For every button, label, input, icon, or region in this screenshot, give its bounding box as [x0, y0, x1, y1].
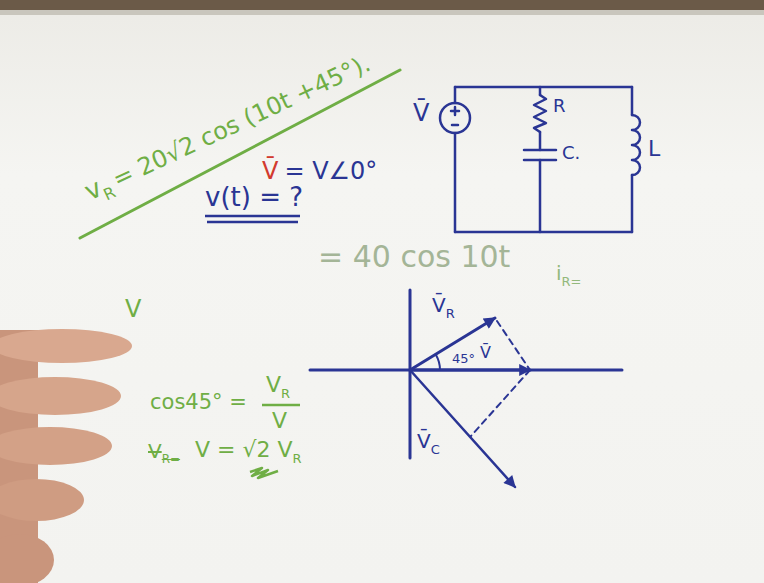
text-group: V — [125, 296, 141, 324]
text-group: V̄ — [413, 100, 429, 128]
subscript: R — [446, 306, 455, 321]
inductor-symbol — [632, 115, 640, 175]
subscript: R= — [562, 274, 582, 289]
circuit-wire — [539, 160, 542, 232]
circuit-wire — [539, 132, 542, 150]
circuit-wire — [455, 231, 632, 234]
phasor-arrow — [410, 318, 495, 370]
finger — [0, 329, 132, 363]
subscript: R — [293, 451, 302, 466]
text-group: VR= — [148, 440, 180, 467]
board-frame — [0, 0, 764, 10]
resistor-symbol — [534, 95, 546, 132]
imaginary-axis — [409, 290, 412, 458]
subscript: R — [281, 386, 290, 401]
underline-stroke — [207, 221, 298, 224]
finger — [0, 377, 121, 415]
crossed-out-text: R= — [162, 452, 180, 466]
phasor-symbol: V̄ — [262, 157, 278, 185]
circuit-wire — [454, 133, 457, 232]
component-label: R — [553, 95, 566, 116]
text-group: V̄R — [432, 294, 455, 322]
current-symbol: i — [556, 261, 562, 285]
equation: cos45° = — [150, 390, 247, 414]
text-group: V = √2 VR — [195, 437, 302, 467]
fraction-numerator: V — [266, 372, 281, 397]
phasor-label: V̄ — [432, 293, 446, 317]
phasor-label: V̄ — [480, 343, 491, 362]
emphasis-scribble — [250, 468, 278, 478]
fraction-bar — [262, 404, 300, 407]
construction-line — [471, 370, 530, 436]
text-group: V̄ — [480, 344, 491, 362]
minus-sign — [452, 124, 458, 127]
capacitor-symbol — [524, 149, 556, 152]
angle-arc — [436, 355, 440, 370]
construction-line — [497, 321, 530, 370]
text-group: = 40 cos 10t — [318, 240, 510, 275]
question: v(t) = ? — [205, 182, 303, 212]
phasor-label: V̄ — [417, 429, 431, 453]
text-group: v(t) = ? — [205, 183, 303, 213]
text-group: R — [553, 96, 566, 117]
circuit-wire — [455, 86, 632, 89]
voltage-source-symbol — [440, 103, 470, 133]
finger — [0, 427, 112, 465]
angle-label: 45° — [452, 351, 475, 366]
underline-stroke — [80, 70, 400, 238]
text-group: L — [648, 136, 660, 161]
equation: V = √2 V — [195, 437, 293, 462]
circuit-wire — [631, 175, 634, 232]
text-group: V̄C — [417, 430, 440, 458]
text-group: VR — [266, 372, 290, 402]
circuit-wire — [454, 87, 457, 103]
thumb — [0, 534, 54, 583]
text-group: V̄= V∠0° — [262, 158, 377, 186]
component-label: L — [648, 136, 660, 161]
phasor-arrow — [410, 370, 515, 487]
circuit-wire — [631, 87, 634, 115]
text-group: 45° — [452, 349, 475, 367]
plus-sign — [451, 110, 459, 113]
text-group: iR= — [556, 262, 582, 290]
answer-expression: = 40 cos 10t — [318, 239, 510, 274]
text-group: V — [272, 408, 287, 433]
crossed-out-text: V — [148, 439, 162, 463]
phasor-arrow — [410, 369, 530, 372]
finger — [0, 479, 84, 521]
phasor-expression: = V∠0° — [284, 157, 377, 185]
text-group: cos45° = — [150, 390, 247, 414]
component-label: C. — [562, 142, 580, 163]
underline-stroke — [205, 215, 300, 218]
fraction-denominator: V — [272, 408, 287, 433]
note-symbol: V — [125, 295, 141, 323]
real-axis — [310, 369, 622, 372]
board-frame-shadow — [0, 10, 764, 15]
subscript: C — [431, 442, 440, 457]
source-label: V̄ — [413, 99, 429, 127]
text-group: C. — [562, 143, 580, 164]
